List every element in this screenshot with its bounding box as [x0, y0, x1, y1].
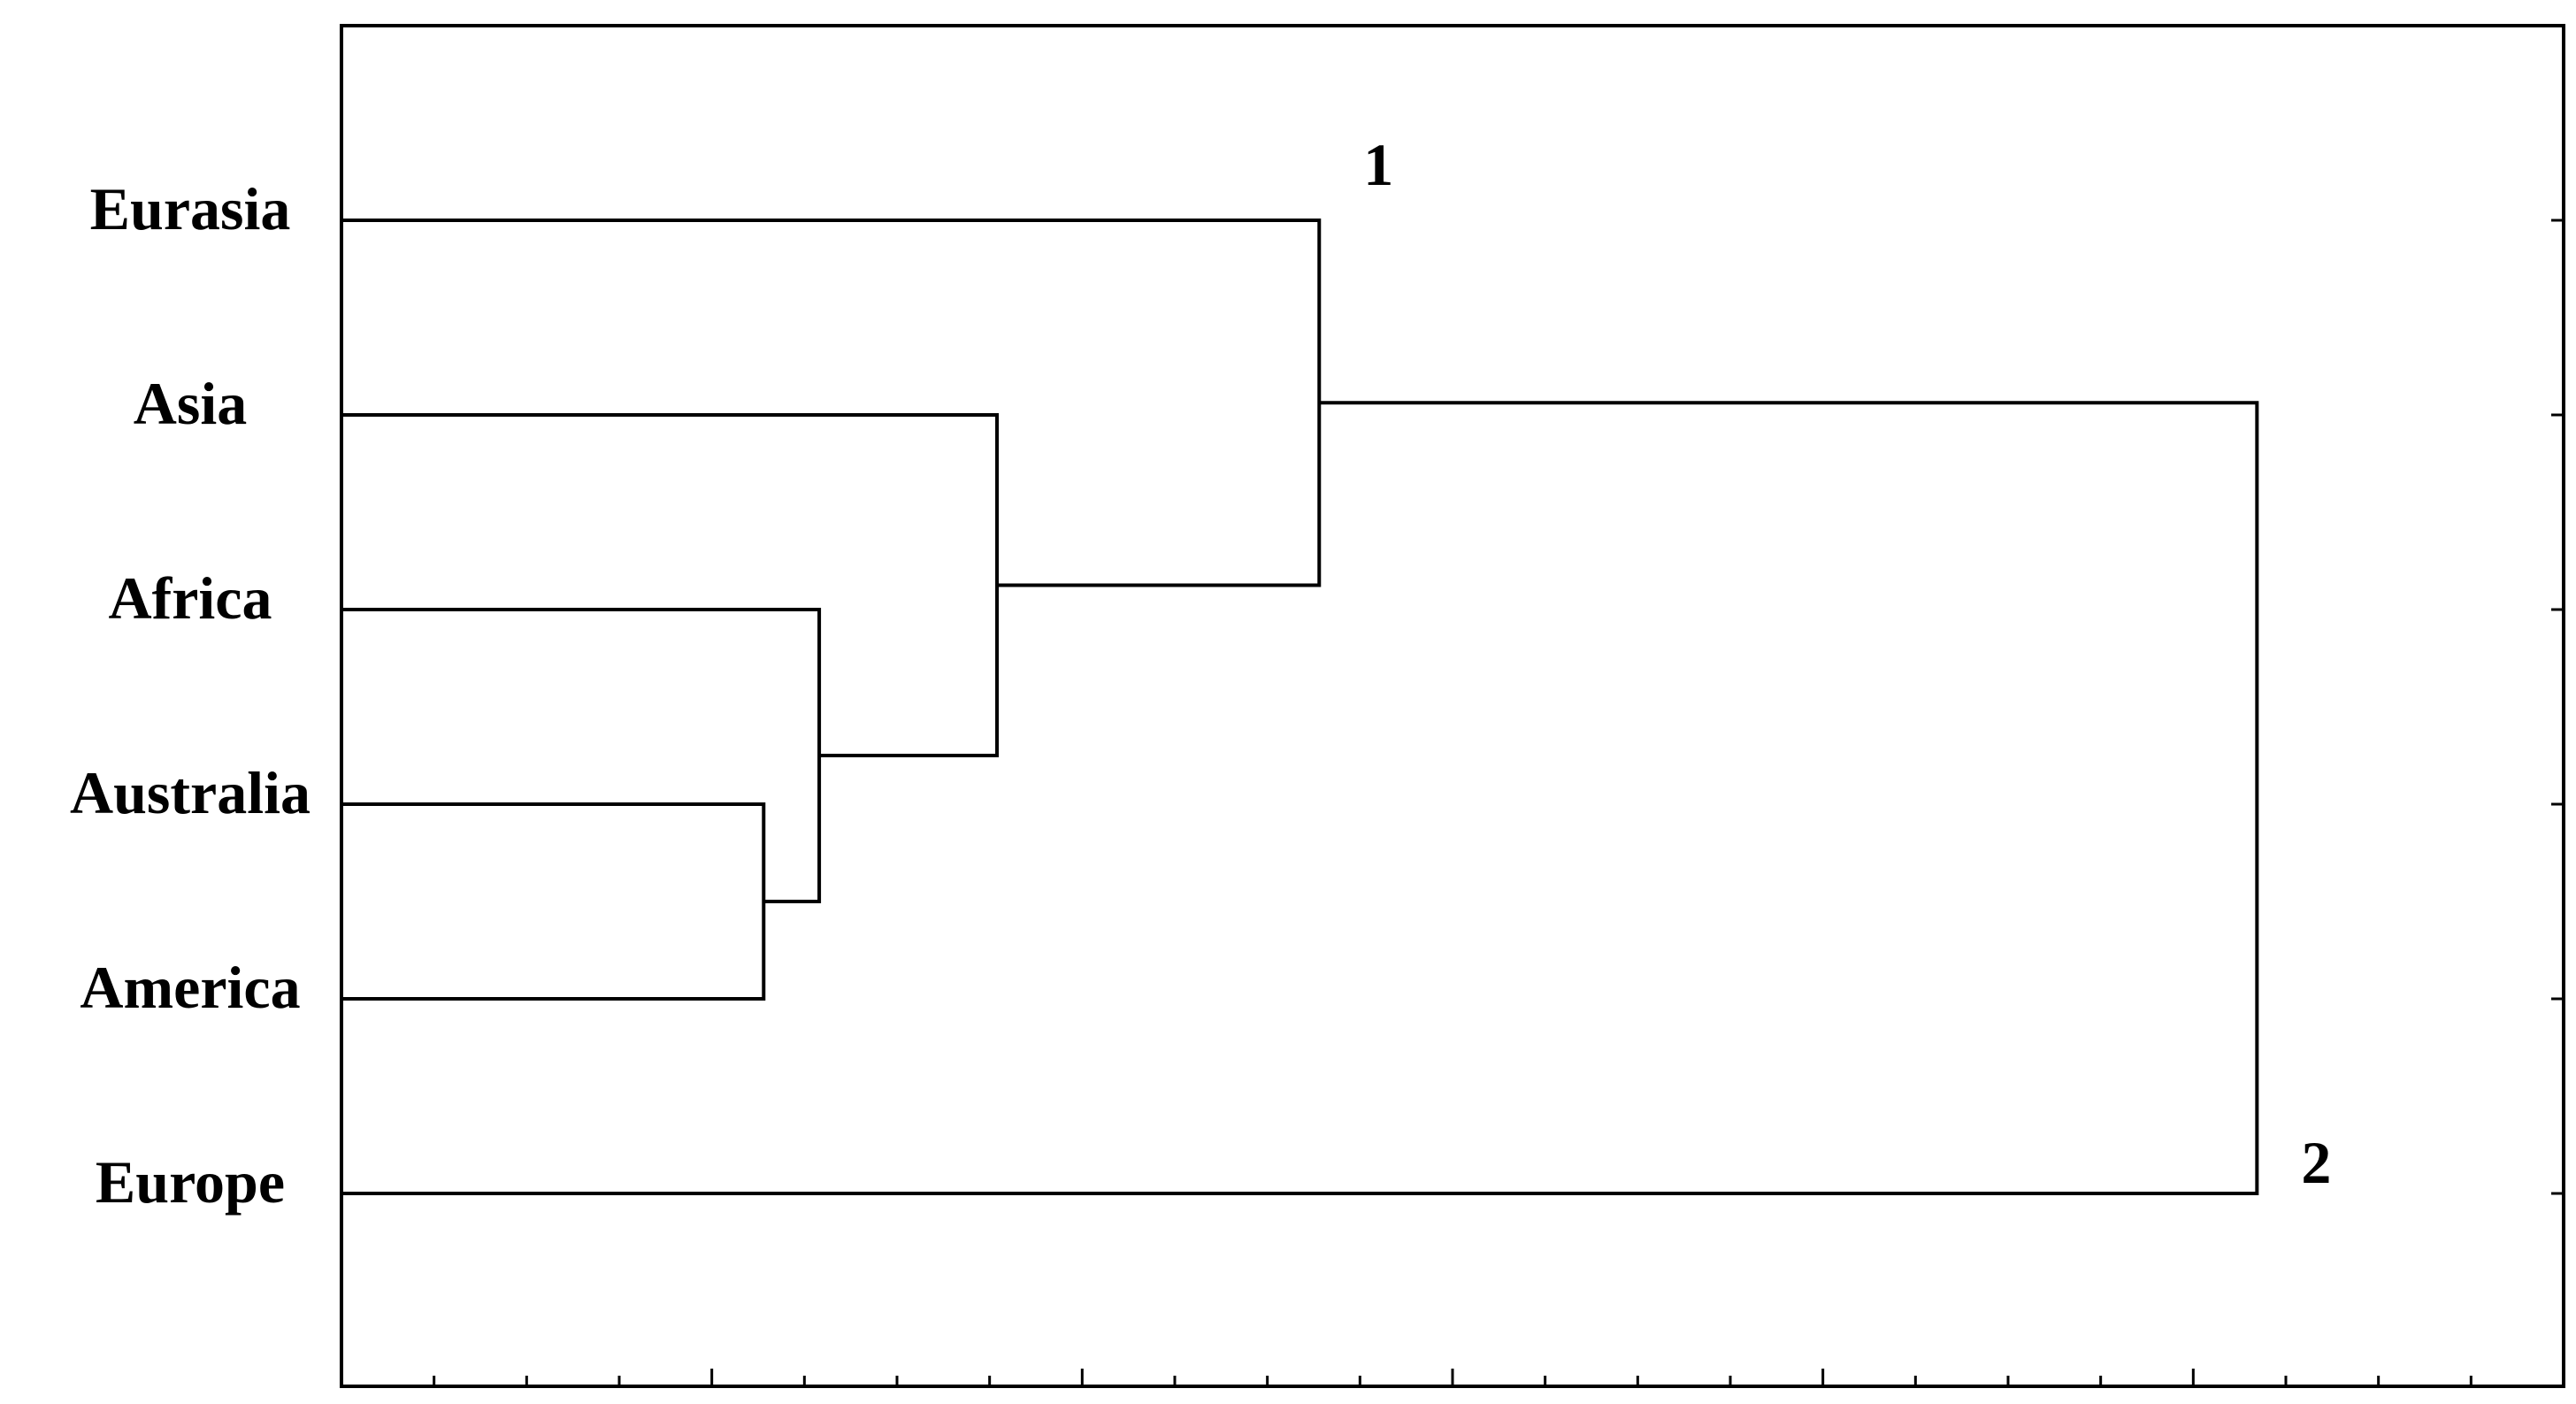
leaf-label-eurasia: Eurasia	[90, 175, 291, 242]
dendrogram-link-m1	[341, 802, 766, 1001]
dendrogram-link-m2	[341, 608, 822, 903]
leaf-label-asia: Asia	[134, 370, 247, 437]
leaf-label-america: America	[80, 954, 300, 1021]
leaf-label-europe: Europe	[96, 1148, 285, 1216]
dendrogram-link-m4	[341, 219, 1322, 587]
dendrogram-link-m5	[341, 401, 2259, 1195]
dendrogram-links	[341, 219, 2259, 1195]
dendrogram-link-m3	[341, 413, 1000, 757]
plot-frame	[340, 24, 2565, 1388]
cluster-label-1: 1	[1363, 131, 1393, 198]
leaf-label-africa: Africa	[108, 564, 272, 632]
cluster-label-2: 2	[2301, 1129, 2331, 1196]
axis-ticks	[433, 219, 2564, 1386]
leaf-label-australia: Australia	[70, 759, 310, 826]
cluster-labels: 12	[1363, 131, 2331, 1196]
